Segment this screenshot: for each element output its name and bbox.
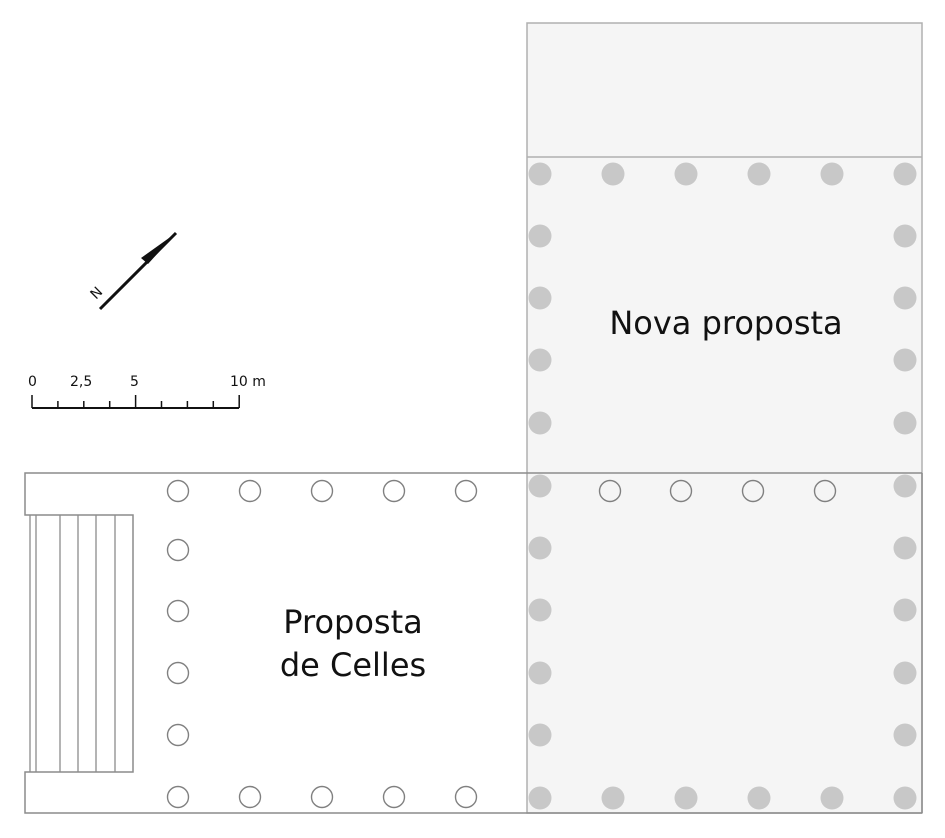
filled-column [893, 348, 917, 372]
filled-column [674, 162, 698, 186]
scale-bar: 0 2,5 5 10 m [28, 374, 266, 409]
open-column [310, 785, 334, 809]
filled-column [528, 536, 552, 560]
filled-column [528, 598, 552, 622]
open-column [454, 785, 478, 809]
open-column [382, 785, 406, 809]
scale-label-2-5: 2,5 [70, 374, 92, 390]
stairs [29, 515, 116, 772]
filled-column [601, 162, 625, 186]
filled-column [820, 786, 844, 810]
filled-column [893, 786, 917, 810]
filled-column [820, 162, 844, 186]
open-column [741, 479, 765, 503]
new-proposal-area [526, 22, 923, 814]
filled-column [893, 286, 917, 310]
scale-label-0: 0 [28, 374, 37, 390]
open-column [669, 479, 693, 503]
filled-column [893, 536, 917, 560]
filled-column [747, 162, 771, 186]
new-proposal-label: Nova proposta [609, 304, 842, 342]
filled-column [528, 286, 552, 310]
filled-column [893, 411, 917, 435]
open-column [166, 661, 190, 685]
open-column [166, 599, 190, 623]
filled-column [528, 723, 552, 747]
new-proposal-columns [528, 162, 917, 810]
filled-column [601, 786, 625, 810]
open-column [238, 479, 262, 503]
north-arrow-icon: N [88, 231, 178, 311]
open-column [310, 479, 334, 503]
filled-column [528, 348, 552, 372]
filled-column [674, 786, 698, 810]
filled-column [893, 598, 917, 622]
filled-column [893, 723, 917, 747]
filled-column [528, 411, 552, 435]
open-column [166, 538, 190, 562]
filled-column [893, 162, 917, 186]
filled-column [528, 224, 552, 248]
celles-proposal-outline [24, 472, 922, 814]
filled-column [893, 474, 917, 498]
celles-columns [166, 479, 837, 809]
celles-label-line2: de Celles [280, 646, 426, 684]
filled-column [528, 661, 552, 685]
open-column [238, 785, 262, 809]
filled-column [893, 224, 917, 248]
open-column [166, 723, 190, 747]
celles-label-line1: Proposta [283, 603, 422, 641]
filled-column [893, 661, 917, 685]
scale-label-5: 5 [130, 374, 139, 390]
north-letter: N [88, 284, 107, 303]
filled-column [528, 162, 552, 186]
open-column [166, 785, 190, 809]
open-column [382, 479, 406, 503]
scale-label-10m: 10 m [230, 374, 266, 390]
open-column [598, 479, 622, 503]
open-column [166, 479, 190, 503]
filled-column [747, 786, 771, 810]
filled-column [528, 786, 552, 810]
filled-column [528, 474, 552, 498]
open-column [813, 479, 837, 503]
open-column [454, 479, 478, 503]
